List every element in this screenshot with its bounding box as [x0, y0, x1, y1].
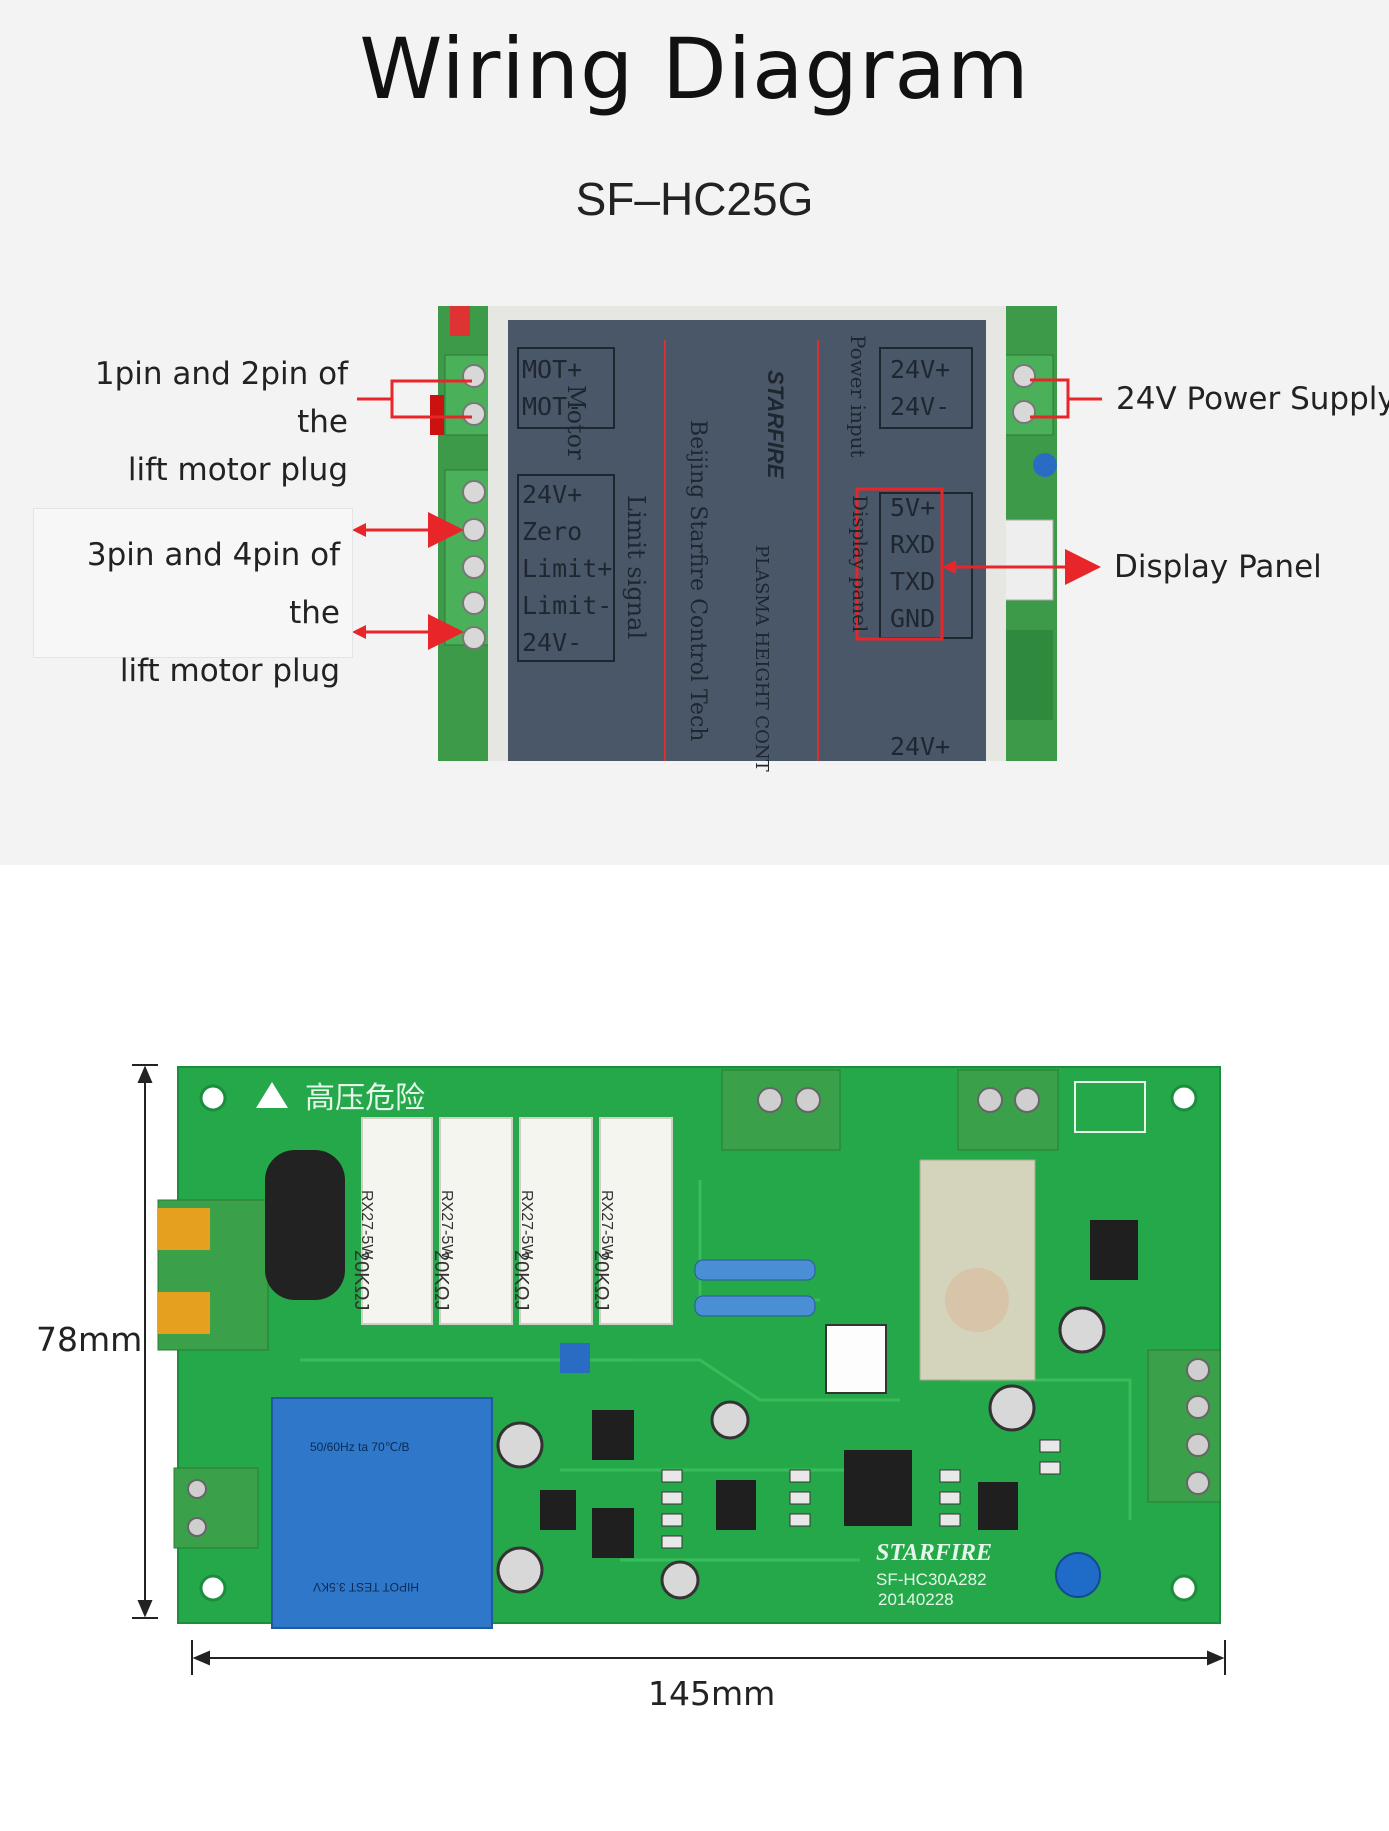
terminal-rxd: RXD — [890, 530, 936, 559]
dimension-width — [191, 1640, 1226, 1675]
module-left-terminal-labels: MOT+ MOT- 24V+ Zero Limit+ Limit- 24V- — [522, 351, 612, 661]
dimension-height-label: 78mm — [36, 1320, 143, 1359]
terminal-24v-plus-bottom: 24V+ — [890, 732, 951, 761]
terminal-zero: Zero — [522, 517, 583, 546]
label-lift-motor-34-line2: lift motor plug — [119, 653, 340, 689]
display-panel-highlight — [855, 487, 944, 641]
label-lift-motor-12: 1pin and 2pin of the lift motor plug — [40, 350, 348, 494]
terminal-5v-plus: 5V+ — [890, 493, 936, 522]
board-resistor-4-value: 20KΩJ — [590, 1250, 612, 1311]
module-right-terminal-labels: 24V+ 24V- 5V+ RXD TXD GND — [890, 351, 950, 637]
board-resistor-3: RX27-5W — [517, 1190, 535, 1259]
board-date: 20140228 — [878, 1590, 954, 1609]
resistor-4-rating: RX27-5W — [598, 1190, 615, 1260]
board-resistor-1: RX27-5W — [357, 1190, 375, 1259]
module-text-power-input: Power input — [846, 335, 870, 458]
board-brand: STARFIRE — [876, 1540, 993, 1566]
module-text-motor: Motor — [562, 385, 590, 460]
module-brand-logo: STARFIRE — [763, 370, 788, 479]
board-transformer-text: 50/60Hz ta 70℃/B — [310, 1440, 410, 1454]
page-title: Wiring Diagram — [359, 20, 1030, 118]
terminal-24v-minus-left: 24V- — [522, 628, 583, 657]
pcb-board — [157, 1066, 1221, 1629]
board-resistor-2: RX27-5W — [437, 1190, 455, 1259]
terminal-gnd: GND — [890, 604, 936, 633]
board-transformer-text-2: HIPOT TEST 3.5KV — [313, 1580, 420, 1594]
model-label: SF–HC25G — [575, 173, 814, 225]
label-display-panel: Display Panel — [1114, 549, 1322, 585]
module-text-company: Beijing Starfire Control Tech — [685, 420, 710, 742]
label-power-supply: 24V Power Supply — [1116, 381, 1389, 417]
label-lift-motor-12-line1: 1pin and 2pin of the — [94, 356, 348, 441]
terminal-limit-minus: Limit- — [522, 591, 613, 620]
terminal-limit-plus: Limit+ — [522, 554, 613, 583]
module-text-display-panel: Display panel — [848, 495, 872, 633]
board-resistor-1-value: 20KΩJ — [350, 1250, 372, 1311]
resistor-2-rating: RX27-5W — [438, 1190, 455, 1260]
terminal-mot-plus: MOT+ — [522, 355, 583, 384]
module-right-terminal-strip — [1004, 306, 1057, 761]
terminal-txd: TXD — [890, 567, 936, 596]
board-resistor-2-value: 20KΩJ — [430, 1250, 452, 1311]
board-model: SF-HC30A282 — [876, 1570, 987, 1589]
resistor-3-rating: RX27-5W — [518, 1190, 535, 1260]
dimension-width-label: 145mm — [648, 1674, 776, 1713]
label-box-lift-motor-34 — [33, 508, 353, 658]
terminal-24v-minus-right: 24V- — [890, 392, 951, 421]
bracket-lift-motor-12 — [357, 379, 472, 419]
terminal-24v-plus-right: 24V+ — [890, 355, 951, 384]
board-warning-text: 高压危险 — [305, 1081, 425, 1116]
board-resistor-4: RX27-5W — [597, 1190, 615, 1259]
bracket-power-supply — [1030, 378, 1102, 419]
dimension-height — [132, 1064, 158, 1619]
module-text-product: PLASMA HEIGHT CONT — [751, 545, 772, 772]
module-text-limit-signal: Limit signal — [622, 495, 650, 640]
label-lift-motor-12-line2: lift motor plug — [127, 452, 348, 489]
arrow-display-panel — [942, 549, 1101, 585]
board-resistor-3-value: 20KΩJ — [510, 1250, 532, 1311]
resistor-1-rating: RX27-5W — [358, 1190, 375, 1260]
module-left-terminal-strip — [430, 306, 491, 761]
label-lift-motor-34: 3pin and 4pin of the lift motor plug — [40, 526, 340, 700]
terminal-24v-plus-left: 24V+ — [522, 480, 583, 509]
label-lift-motor-34-line1: 3pin and 4pin of the — [86, 537, 340, 631]
terminal-mot-minus: MOT- — [522, 392, 583, 421]
arrows-lift-motor-34 — [357, 512, 464, 650]
